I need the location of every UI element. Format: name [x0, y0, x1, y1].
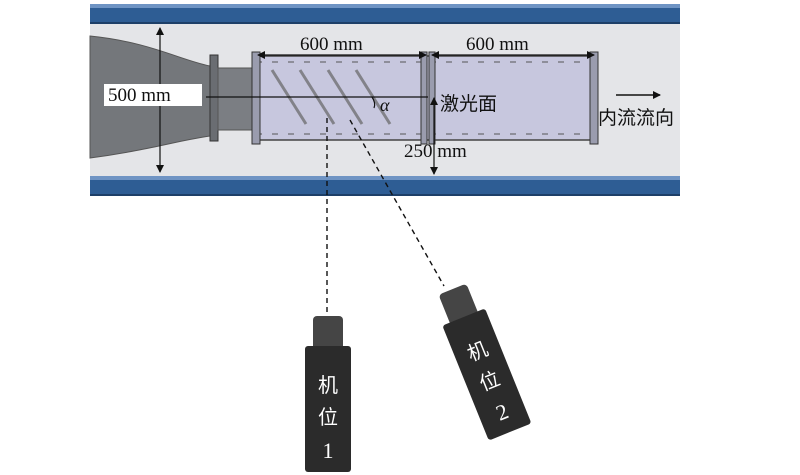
camera-2: 机 位 2: [439, 284, 531, 440]
angle-arc: [371, 96, 376, 109]
nozzle-flange: [209, 54, 219, 142]
camera-1-char-2: 位: [318, 405, 338, 429]
dimension-500-label: 500 mm: [108, 85, 171, 106]
camera-1-lens: [313, 316, 343, 350]
flange-left: [251, 51, 261, 145]
camera-2-sight-line: [349, 119, 445, 287]
dimension-500-label-bg: [104, 84, 202, 106]
flange-right: [589, 51, 599, 145]
camera-1-body: [305, 346, 351, 472]
flange-middle-a: [420, 51, 428, 145]
laser-plane-label: 激光面: [440, 93, 497, 115]
dimension-600-right-label: 600 mm: [466, 34, 529, 55]
dimension-600-left-label: 600 mm: [300, 34, 363, 55]
camera-1: 机 位 1: [305, 316, 351, 472]
camera-1-char-1: 机: [318, 373, 338, 397]
bottom-pipe-wall: [90, 176, 680, 196]
camera-2-lens: [439, 284, 478, 326]
dimension-250-label: 250 mm: [404, 141, 467, 162]
camera-1-char-3: 1: [323, 438, 334, 463]
flow-direction-label: 内流流向: [598, 107, 674, 129]
test-section-1: [255, 55, 431, 141]
top-pipe-wall: [90, 4, 680, 24]
camera-2-body: [443, 309, 531, 440]
connector-duct: [217, 67, 257, 131]
angle-symbol: α: [380, 95, 390, 115]
